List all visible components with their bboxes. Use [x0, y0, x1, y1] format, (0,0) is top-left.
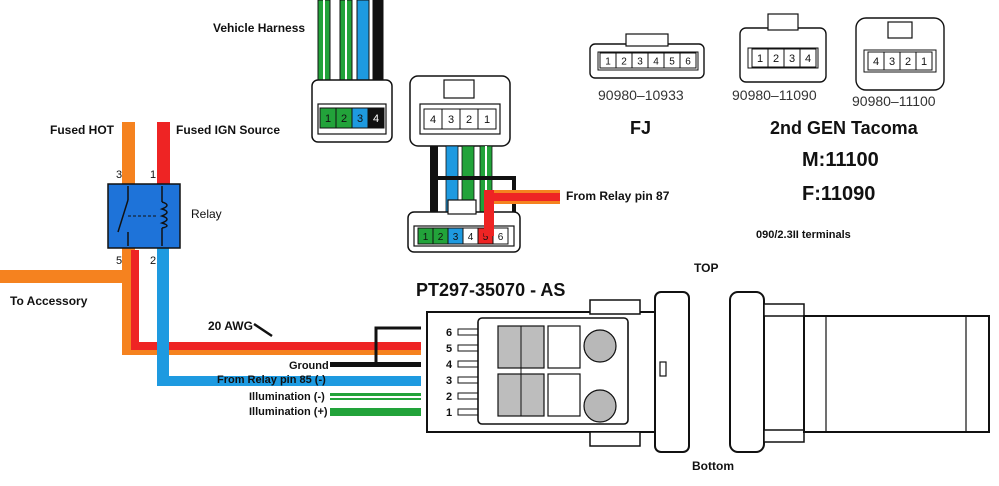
harness-pin-label: 4 [373, 113, 379, 125]
ground-label: Ground [289, 360, 329, 372]
to-accessory-label: To Accessory [10, 294, 88, 308]
switch-body [426, 291, 690, 453]
connector-6pin-pin-label: 1 [605, 57, 611, 68]
fj-label: FJ [630, 118, 651, 138]
harness-cell [367, 107, 385, 129]
connector-4pin-b-pin-label: 4 [873, 56, 879, 68]
harness-pin-label: 1 [325, 113, 331, 125]
lower-pin-label: 3 [453, 232, 459, 243]
bottom-label: Bottom [692, 459, 734, 473]
from-relay-87-label: From Relay pin 87 [566, 189, 670, 203]
tacoma-f: F:11090 [802, 183, 875, 205]
connector-4pin-a-pin-label: 4 [805, 53, 811, 65]
switch-pin-tab [457, 376, 481, 384]
connector-4pin-b-part: 90980–11100 [852, 93, 936, 109]
relay-wires [0, 122, 421, 386]
switch-pin-tab [457, 360, 481, 368]
connector-4pin-a-pin-label: 3 [789, 53, 795, 65]
harness-pin-label: 2 [341, 113, 347, 125]
lower-pin-label: 1 [423, 232, 429, 243]
awg-pointer [253, 322, 273, 338]
connector-4pin-a-cell [799, 48, 817, 68]
switch-cap [729, 291, 990, 453]
mating-pin-label: 1 [484, 114, 490, 126]
tacoma-title: 2nd GEN Tacoma [770, 118, 919, 138]
switch-wires [330, 326, 421, 416]
vehicle-harness-label: Vehicle Harness [213, 21, 305, 35]
connector-4pin-b-pin-label: 3 [889, 56, 895, 68]
connector-4pin-b-pin-label: 2 [905, 56, 911, 68]
connector-4pin-b-pin-label: 1 [921, 56, 927, 68]
connector-6pin-cell [679, 52, 697, 69]
tacoma-m: M:11100 [802, 149, 879, 171]
connector-4pin-a-part: 90980–11090 [732, 87, 817, 103]
lower-pin-label: 6 [498, 232, 504, 243]
lower-pin-label: 4 [468, 232, 474, 243]
connector-6pin-pin-label: 3 [637, 57, 643, 68]
switch-pin-tab [457, 328, 481, 336]
illum-neg-label: Illumination (-) [249, 391, 325, 403]
mating-pin-label: 3 [448, 114, 454, 126]
fused-ign-label: Fused IGN Source [176, 123, 280, 137]
switch-pin-tab [457, 392, 481, 400]
connector-4pin-a-pin-label: 1 [757, 53, 763, 65]
relay-pin-5: 5 [116, 255, 122, 267]
connector-6pin-pin-label: 5 [669, 57, 675, 68]
connector-6pin-pin-label: 4 [653, 57, 659, 68]
illum-pos-label: Illumination (+) [249, 406, 328, 418]
connector-6pin-part: 90980–10933 [598, 87, 684, 103]
switch-pin-number: 6 [446, 327, 452, 339]
switch-pin-number: 1 [446, 407, 452, 419]
switch-pin-number: 2 [446, 391, 452, 403]
fused-hot-label: Fused HOT [50, 123, 115, 137]
connector-6pin-pin-label: 6 [685, 57, 691, 68]
lower-pin-label: 2 [438, 232, 444, 243]
switch-pin-number: 5 [446, 343, 452, 355]
relay-87-wire [484, 190, 560, 236]
lower-pin-label: 5 [483, 232, 489, 243]
switch-pin-tab [457, 408, 481, 416]
top-label: TOP [694, 261, 718, 275]
connector-4pin-a-pin-label: 2 [773, 53, 779, 65]
relay-pin-3: 3 [116, 169, 122, 181]
switch-pin-number: 3 [446, 375, 452, 387]
vehicle-harness-wires [317, 0, 384, 93]
connector-6pin-pin-label: 2 [621, 57, 627, 68]
terminals-label: 090/2.3II terminals [756, 229, 851, 241]
part-number-label: PT297-35070 - AS [416, 280, 565, 300]
relay [107, 183, 181, 249]
relay-pin-2: 2 [150, 255, 156, 267]
from-relay-85-label: From Relay pin 85 (-) [217, 374, 326, 386]
mating-pin-label: 2 [466, 114, 472, 126]
mating-pin-label: 4 [430, 114, 436, 126]
mating-cell [477, 108, 497, 130]
awg-label: 20 AWG [208, 319, 253, 333]
switch-pin-number: 4 [446, 359, 453, 371]
harness-pin-label: 3 [357, 113, 363, 125]
relay-label: Relay [191, 207, 222, 221]
switch-pin-tab [457, 344, 481, 352]
relay-pin-1: 1 [150, 169, 156, 181]
connector-4pin-b-cell [915, 51, 933, 71]
